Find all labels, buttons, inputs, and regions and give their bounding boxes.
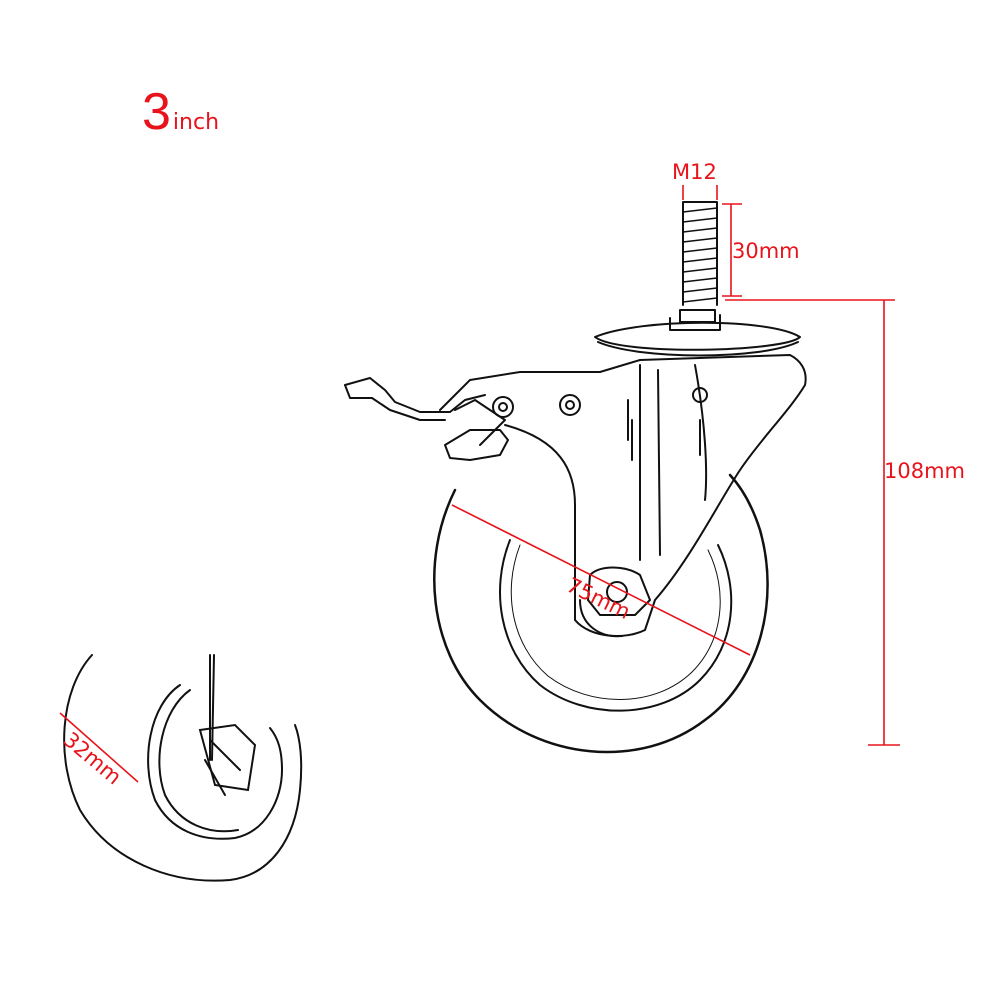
size-value: 3 [142, 83, 171, 141]
total-height-label: 108mm [884, 459, 965, 483]
caster-drawing [344, 201, 807, 754]
wheel-diameter-label: 75mm [563, 573, 634, 624]
stem-length-label: 30mm [732, 239, 800, 263]
brake-lever [344, 377, 509, 461]
size-title: 3inch [142, 82, 219, 142]
bolts [492, 387, 708, 418]
thread-label: M12 [672, 160, 717, 184]
dimension-lines [59, 185, 900, 783]
side-view-detail [63, 654, 303, 882]
top-plate [594, 309, 801, 357]
fork-bracket [439, 354, 807, 638]
wheel [433, 473, 769, 754]
threaded-stem [682, 201, 718, 306]
size-unit: inch [172, 110, 220, 135]
